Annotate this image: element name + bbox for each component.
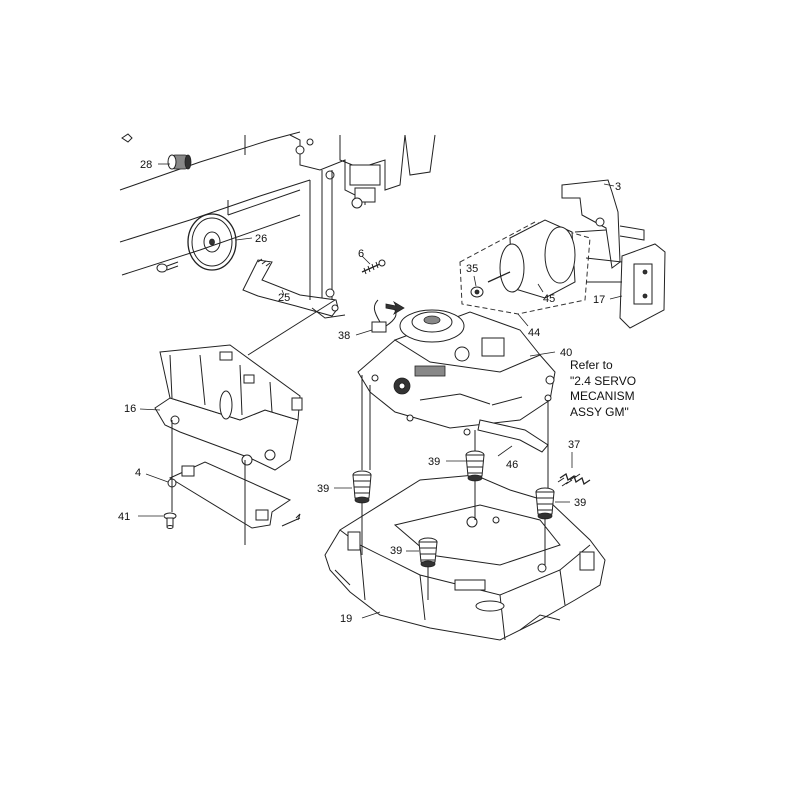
callout-25: 25 [278,292,290,304]
callout-39-bottom: 39 [390,545,402,557]
callout-17: 17 [593,294,605,306]
callout-28: 28 [140,159,152,171]
part-17-bracket [585,243,666,329]
callout-37: 37 [568,439,580,451]
reference-note-line4: ASSY GM" [570,405,629,419]
direction-arrow-icon [385,300,405,316]
callout-35: 35 [466,263,478,275]
part-25-lever [242,258,346,319]
part-37-spring [557,472,591,487]
part-6-screw [361,259,386,275]
reference-note-line1: Refer to [570,358,613,372]
part-19-base-chassis [324,474,606,641]
part-38-connector [371,299,397,333]
callout-44: 44 [528,327,540,339]
callout-16: 16 [124,403,136,415]
callout-46: 46 [506,459,518,471]
assembly-lines-right [361,375,549,490]
upper-chassis-frame [119,131,436,300]
callout-19: 19 [340,613,352,625]
callout-39-right: 39 [574,497,586,509]
callout-3: 3 [615,181,621,193]
callout-41: 41 [118,511,130,523]
callout-38: 38 [338,330,350,342]
part-44-motor-assembly [459,219,591,315]
part-41-screw [163,512,177,529]
callout-45: 45 [543,293,555,305]
callout-6: 6 [358,248,364,260]
part-28-knob [167,154,192,170]
part-3-bracket [561,179,645,269]
part-39-damper-bottom [418,537,438,600]
callout-39-left: 39 [317,483,329,495]
part-39-damper-left [352,470,372,555]
part-26-gear-wheel [187,213,237,271]
callout-39-top: 39 [428,456,440,468]
assembly-lines-left [171,180,336,545]
reference-note-line3: MECANISM [570,389,635,403]
callout-40: 40 [560,347,572,359]
callout-4: 4 [135,467,141,479]
callout-26: 26 [255,233,267,245]
part-39-damper-right [535,487,555,565]
part-16-bracket [154,344,303,471]
part-4-plate [167,461,301,529]
screw-left-of-26 [156,261,179,273]
reference-note-line2: "2.4 SERVO [570,374,636,388]
part-39-damper-top [465,450,485,520]
part-40-servo-mechanism [357,309,556,453]
